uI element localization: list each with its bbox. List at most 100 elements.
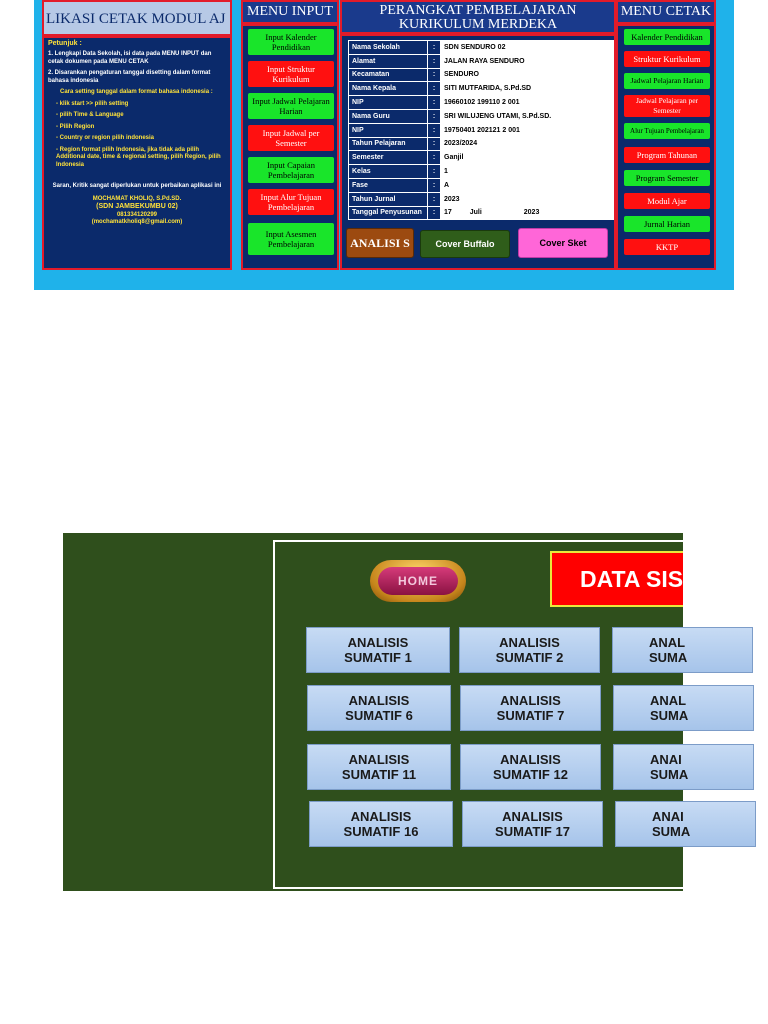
setting-title: Cara setting tanggal dalam format bahasa…	[60, 89, 213, 95]
row-value[interactable]: 2023/2024	[440, 136, 614, 152]
row-value[interactable]: 1	[440, 164, 614, 179]
sumatif-label-line-2: SUMATIF 12	[493, 767, 568, 782]
row-value[interactable]: 19750401 202121 2 001	[440, 122, 614, 138]
author-name: MOCHAMAT KHOLIQ, S.Pd.SD.	[92, 196, 182, 203]
row-label: Fase	[348, 177, 428, 193]
row-value[interactable]: Ganjil	[440, 150, 614, 166]
row-label: Kecamatan	[348, 67, 428, 83]
row-colon: :	[427, 191, 441, 207]
row-label: Semester	[348, 150, 428, 166]
sumatif-label-line-2: SUMA	[652, 824, 691, 839]
author-email: (mochamatkholiq8@gmail.com)	[91, 218, 183, 225]
sumatif-label-line-1: ANAL	[650, 693, 687, 708]
cetak-program-tahunan-button[interactable]: Program Tahunan	[623, 146, 711, 164]
row-label: Tanggal Penyusunan	[348, 205, 428, 221]
input-kalender-button[interactable]: Input Kalender Pendidikan	[247, 28, 335, 56]
sumatif-label-line-2: SUMATIF 7	[496, 708, 565, 723]
sumatif-label-line-1: ANALISIS	[350, 809, 412, 824]
petunjuk-step-1: 1. Lengkapi Data Sekolah, isi data pada …	[48, 51, 212, 65]
row-label: NIP	[348, 122, 428, 138]
input-jadwal-semester-button[interactable]: Input Jadwal per Semester	[247, 124, 335, 152]
cover-buffalo-button[interactable]: Cover Buffalo	[420, 230, 510, 258]
cetak-modul-ajar-button[interactable]: Modul Ajar	[623, 192, 711, 210]
input-struktur-button[interactable]: Input Struktur Kurikulum	[247, 60, 335, 88]
row-colon: :	[427, 95, 441, 110]
petunjuk-heading: Petunjuk :	[48, 40, 82, 47]
cetak-kktp-button[interactable]: KKTP	[623, 238, 711, 256]
cetak-kalender-button[interactable]: Kalender Pendidikan	[623, 28, 711, 46]
input-asesmen-button[interactable]: Input Asesmen Pembelajaran	[247, 222, 335, 256]
author-phone: 081334120299	[116, 211, 158, 218]
sumatif-label-line-2: SUMATIF 16	[343, 824, 419, 839]
info-row: NIP:19750401 202121 2 001	[348, 122, 614, 138]
row-colon: :	[427, 67, 441, 83]
info-row: Semester:Ganjil	[348, 150, 614, 166]
info-row: Kelas:1	[348, 164, 614, 179]
row-colon: :	[427, 81, 441, 97]
row-value[interactable]: 2023	[440, 191, 614, 207]
cetak-alur-tujuan-button[interactable]: Alur Tujuan Pembelajaran	[623, 122, 711, 140]
row-colon: :	[427, 53, 441, 69]
info-row: Alamat:JALAN RAYA SENDURO	[348, 53, 614, 69]
cetak-jadwal-harian-button[interactable]: Jadwal Pelajaran Harian	[623, 72, 711, 90]
input-alur-tujuan-button[interactable]: Input Alur Tujuan Pembelajaran	[247, 188, 335, 216]
input-capaian-button[interactable]: Input Capaian Pembelajaran	[247, 156, 335, 184]
row-label: Alamat	[348, 53, 428, 69]
row-value[interactable]: 17 Juli 2023	[440, 205, 614, 221]
row-value[interactable]: A	[440, 177, 614, 193]
author-school: (SDN JAMBEKUMBU 02)	[96, 203, 178, 211]
perangkat-title-line-2: KURIKULUM MERDEKA	[398, 17, 558, 32]
sumatif-label-line-1: ANALISIS	[500, 693, 561, 708]
sumatif-label-line-1: ANAI	[650, 752, 682, 767]
input-jadwal-harian-button[interactable]: Input Jadwal Pelajaran Harian	[247, 92, 335, 120]
petunjuk-panel: Petunjuk : 1. Lengkapi Data Sekolah, isi…	[42, 36, 232, 270]
cover-sket-button[interactable]: Cover Sket	[518, 228, 608, 258]
analisis-button[interactable]: ANALISI S	[346, 228, 414, 258]
cetak-jadwal-semester-button[interactable]: Jadwal Pelajaran per Semester	[623, 94, 711, 118]
cetak-jurnal-harian-button[interactable]: Jurnal Harian	[623, 215, 711, 233]
row-value[interactable]: JALAN RAYA SENDURO	[440, 53, 614, 69]
info-row: Tahun Pelajaran:2023/2024	[348, 136, 614, 152]
sumatif-label-line-1: ANAI	[652, 809, 684, 824]
info-row: Kecamatan:SENDURO	[348, 67, 614, 83]
row-colon: :	[427, 164, 441, 179]
home-button[interactable]: HOME	[370, 560, 466, 602]
row-label: Nama Guru	[348, 108, 428, 124]
sumatif-label-line-2: SUMATIF 1	[344, 650, 412, 665]
row-colon: :	[427, 150, 441, 166]
row-value[interactable]: 19660102 199110 2 001	[440, 95, 614, 110]
setting-step-4: - Country or region pilih indonesia	[56, 135, 155, 141]
setting-step-3: - Pilih Region	[56, 123, 95, 130]
data-siswa-banner[interactable]: DATA SIS	[550, 551, 683, 607]
tanggal-month: Juli	[469, 209, 482, 217]
row-value[interactable]: SRI WILUJENG UTAMI, S.Pd.SD.	[440, 108, 614, 124]
row-value[interactable]: SENDURO	[440, 67, 614, 83]
perangkat-title: PERANGKAT PEMBELAJARAN KURIKULUM MERDEKA	[340, 0, 616, 34]
row-label: NIP	[348, 95, 428, 110]
cetak-modul-window: LIKASI CETAK MODUL AJ Petunjuk : 1. Leng…	[34, 0, 734, 290]
row-value[interactable]: SDN SENDURO 02	[440, 40, 614, 55]
home-label: HOME	[378, 567, 458, 595]
cetak-program-semester-button[interactable]: Program Semester	[623, 169, 711, 187]
petunjuk-step-2: 2. Disarankan pengaturan tanggal disetti…	[48, 70, 211, 84]
row-value[interactable]: SITI MUTFARIDA, S.Pd.SD	[440, 81, 614, 97]
cetak-struktur-button[interactable]: Struktur Kurikulum	[623, 50, 711, 68]
